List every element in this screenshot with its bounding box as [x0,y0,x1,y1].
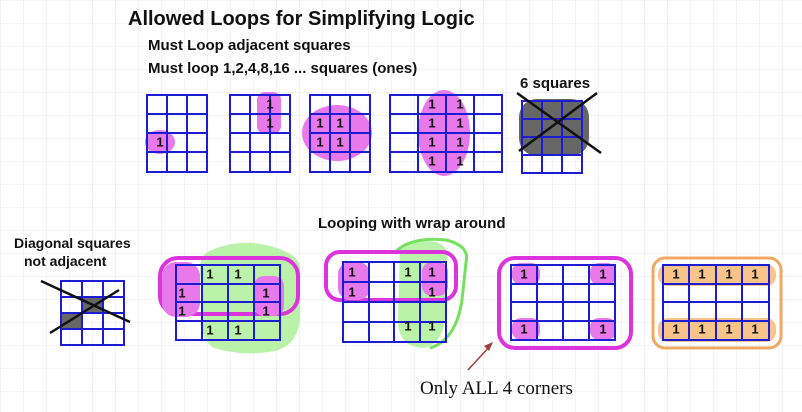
cell-one: 1 [266,116,273,131]
cell-one: 1 [262,304,269,319]
cell-one: 1 [672,267,679,282]
cell-one: 1 [725,267,732,282]
cell-one: 1 [316,116,323,131]
cell-one: 1 [725,322,732,337]
diagonal-label-line2: not adjacent [24,253,107,269]
cell-one: 1 [234,267,241,282]
cell-one: 1 [336,135,343,150]
kmap-four-corners: 1 1 1 1 [497,256,633,350]
diagram-title: Allowed Loops for Simplifying Logic [128,8,475,30]
cell-one: 1 [178,304,185,319]
cell-one: 1 [404,319,411,334]
kmap-vertical-pair: 1 1 [229,92,291,173]
cell-one: 1 [520,267,527,282]
cell-one: 1 [316,135,323,150]
cell-one: 1 [262,286,269,301]
cell-one: 1 [428,135,435,150]
cell-one: 1 [336,116,343,131]
cell-one: 1 [348,285,355,300]
kmap-octet: 1 1 1 1 1 1 1 1 [389,90,503,176]
kmap-wrap-sides: 1 1 1 1 1 1 1 1 [158,242,300,354]
kmap-quad: 1 1 1 1 [302,94,372,173]
cell-one: 1 [456,154,463,169]
cell-one: 1 [206,323,213,338]
cross-out-line [40,279,131,324]
cell-one: 1 [428,116,435,131]
cell-one: 1 [456,116,463,131]
cell-one: 1 [206,267,213,282]
kmap-single-one: 1 [145,94,208,173]
kmap-top-bottom-rows: 1 1 1 1 1 1 1 1 [651,256,783,350]
cell-one: 1 [266,97,273,112]
diagonal-label-line1: Diagonal squares [14,235,131,251]
kmap-wrap-left-right: 1 1 1 1 1 1 1 [324,237,469,350]
cell-one: 1 [348,265,355,280]
cell-one: 1 [178,286,185,301]
cell-one: 1 [404,265,411,280]
cross-out-line [518,91,598,153]
cell-one: 1 [428,285,435,300]
cell-one: 1 [698,267,705,282]
cell-one: 1 [428,97,435,112]
cell-one: 1 [428,265,435,280]
loop-outline [651,256,783,350]
cell-one: 1 [456,135,463,150]
rule-adjacent-text: Must Loop adjacent squares [148,37,351,54]
cell-one: 1 [599,267,606,282]
cell-one: 1 [428,319,435,334]
cell-one: 1 [698,322,705,337]
rule-powers-text: Must loop 1,2,4,8,16 ... squares (ones) [148,60,418,77]
cell-one: 1 [672,322,679,337]
cell-one: 1 [156,135,163,150]
loop-outline [497,256,633,350]
wrap-around-heading: Looping with wrap around [318,215,506,232]
kmap-six-squares-invalid [516,91,602,174]
annotation-arrow [467,342,493,371]
cross-out-line [516,91,602,155]
cell-one: 1 [456,97,463,112]
cell-one: 1 [234,323,241,338]
cell-one: 1 [520,322,527,337]
cell-one: 1 [751,322,758,337]
corners-note: Only ALL 4 corners [420,378,573,399]
loop-outline [324,250,458,302]
loop-outline [393,237,469,350]
cross-out-line [49,288,120,335]
cell-one: 1 [599,322,606,337]
kmap-diagonal-invalid [40,279,131,346]
six-squares-label: 6 squares [520,75,591,92]
cell-one: 1 [428,154,435,169]
cell-one: 1 [751,267,758,282]
